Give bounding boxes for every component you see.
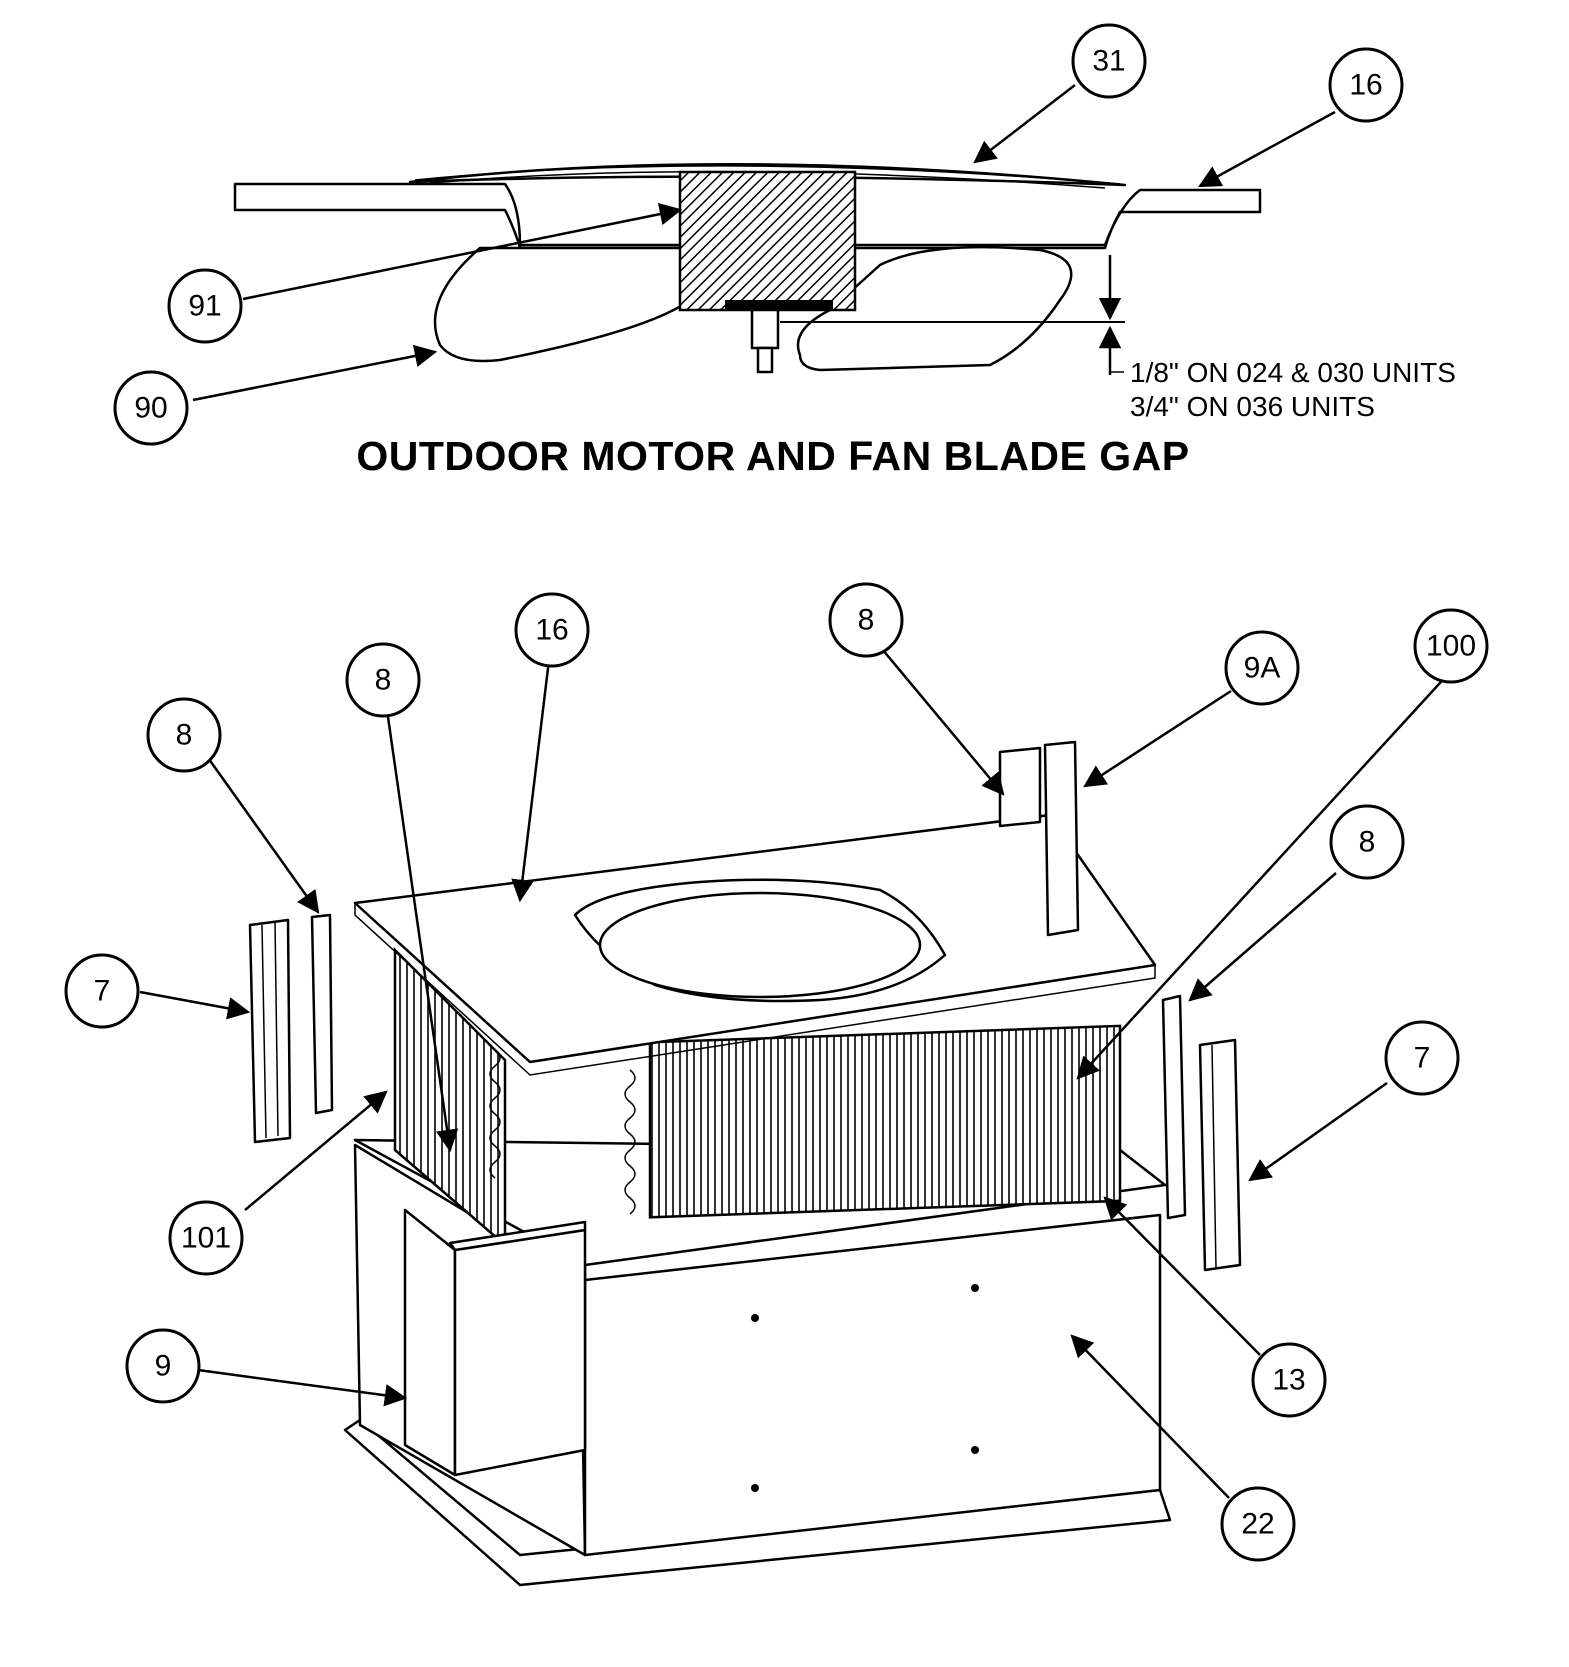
control-box-cover xyxy=(453,1228,587,1477)
callout-31: 31 xyxy=(1071,23,1147,99)
access-panel xyxy=(583,1213,1162,1557)
callout-16-label: 16 xyxy=(535,614,568,647)
callout-8-back: 8 xyxy=(828,582,904,658)
left-corner-8 xyxy=(310,913,334,1115)
callout-16: 16 xyxy=(514,592,590,668)
unit-assembly xyxy=(248,740,1242,1587)
right-grille-7 xyxy=(1198,1038,1242,1272)
callout-101-label: 101 xyxy=(181,1222,231,1255)
callout-16-detail: 16 xyxy=(1328,47,1404,123)
outdoor-coil xyxy=(648,1024,1122,1219)
callout-9a: 9A xyxy=(1224,630,1300,706)
callout-31-label: 31 xyxy=(1092,45,1125,78)
callout-9-label: 9 xyxy=(155,1350,172,1383)
callout-101: 101 xyxy=(168,1200,244,1276)
callout-7-right-label: 7 xyxy=(1414,1042,1431,1075)
callout-100-label: 100 xyxy=(1426,630,1476,663)
callout-8-right: 8 xyxy=(1329,804,1405,880)
callout-8-right-label: 8 xyxy=(1359,826,1376,859)
diagram-title: OUTDOOR MOTOR AND FAN BLADE GAP xyxy=(356,433,1189,479)
callout-90-label: 90 xyxy=(134,392,167,425)
callout-7-right: 7 xyxy=(1384,1020,1460,1096)
fan-blade-left xyxy=(433,246,692,363)
left-grille-7 xyxy=(248,918,292,1144)
coil-return-bends xyxy=(489,1049,636,1215)
top-cover-detail xyxy=(233,182,1262,250)
callout-9: 9 xyxy=(125,1328,201,1404)
corner-post-9a xyxy=(1043,740,1080,937)
callout-22: 22 xyxy=(1220,1486,1296,1562)
callout-8-left-top-label: 8 xyxy=(375,664,392,697)
callout-22-label: 22 xyxy=(1241,1508,1274,1541)
callout-91: 91 xyxy=(167,268,243,344)
fan-motor xyxy=(678,170,857,312)
gap-note-line-2: 3/4" ON 036 UNITS xyxy=(1130,391,1375,422)
callout-100: 100 xyxy=(1413,608,1489,684)
fan-gap-detail xyxy=(233,162,1262,375)
leader-lines xyxy=(139,84,1451,1499)
callout-8-back-label: 8 xyxy=(858,604,875,637)
callout-8-left-top: 8 xyxy=(345,642,421,718)
callout-91-label: 91 xyxy=(188,290,221,323)
callout-13: 13 xyxy=(1251,1342,1327,1418)
callout-7-left-label: 7 xyxy=(94,975,111,1008)
callout-13-label: 13 xyxy=(1272,1364,1305,1397)
control-box xyxy=(403,1208,457,1477)
right-corner-8 xyxy=(1161,994,1187,1220)
callout-8-left-label: 8 xyxy=(176,719,193,752)
callout-7-left: 7 xyxy=(64,953,140,1029)
callout-8-left: 8 xyxy=(146,697,222,773)
callout-90: 90 xyxy=(113,370,189,446)
gap-note-line-1: 1/8" ON 024 & 030 UNITS xyxy=(1130,357,1456,388)
callout-16-detail-label: 16 xyxy=(1349,69,1382,102)
callout-9a-label: 9A xyxy=(1244,652,1281,685)
